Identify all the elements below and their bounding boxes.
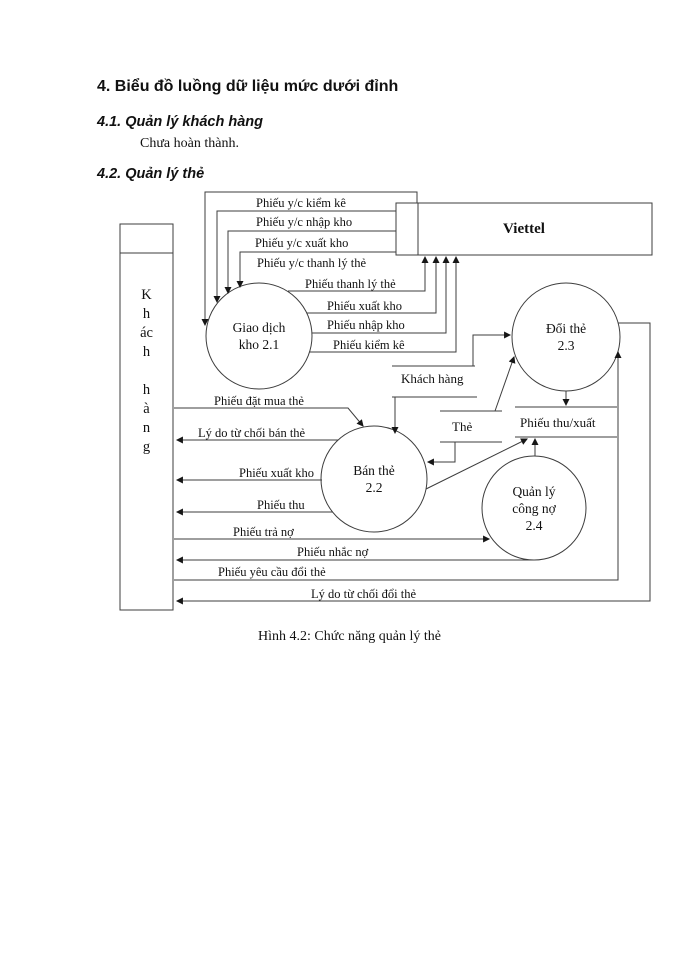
flow-label-nhac-no: Phiếu nhắc nợ (297, 545, 369, 559)
store-label-khach-hang: Khách hàng (401, 371, 464, 386)
flow-label-kiem-ke-up: Phiếu kiểm kê (333, 338, 405, 352)
flow-label-dat-mua-the: Phiếu đặt mua thẻ (214, 394, 304, 408)
flow-arrows (174, 191, 651, 605)
flow-dat-mua-the (174, 407, 364, 427)
flow-label-yc-kiem-ke: Phiếu y/c kiểm kê (256, 196, 346, 210)
flow-the-to-doi-the (494, 356, 516, 412)
flow-nhap-kho-up (312, 255, 450, 334)
flow-label-ly-do-tu-choi-ban: Lý do từ chối bán thẻ (198, 426, 306, 440)
flow-yc-nhap-kho (213, 210, 396, 304)
flow-label-yc-xuat-kho: Phiếu y/c xuất kho (255, 236, 349, 250)
flow-yc-kiem-ke (201, 191, 418, 327)
flow-label-yc-thanh-ly-the: Phiếu y/c thanh lý thẻ (257, 256, 367, 270)
process-circle-giao-dich-kho (205, 282, 313, 390)
flow-store-khach-hang-to-doi-the (472, 331, 512, 366)
flow-thanh-ly-the (288, 255, 429, 292)
flow-yc-xuat-kho (224, 230, 396, 295)
flow-label-ly-do-tu-choi-doi: Lý do từ chối đổi thẻ (311, 587, 417, 601)
section-heading-4-1: 4.1. Quản lý khách hàng (97, 114, 263, 130)
flow-yc-thanh-ly-the (236, 251, 396, 289)
store-label-the: Thẻ (452, 419, 473, 434)
flow-label-nhap-kho-up: Phiếu nhập kho (327, 318, 405, 332)
process-label-giao-dich-kho: Giao dịch kho 2.1 (232, 320, 286, 352)
flow-the-to-ban-the (426, 442, 456, 466)
entity-khach-hang-label: K h ác h h à n g (140, 287, 153, 455)
store-label-phieu-thu-xuat: Phiếu thu/xuất (520, 415, 596, 430)
process-label-ban-the: Bán thẻ 2.2 (353, 463, 395, 495)
flow-xuat-kho-up (307, 255, 440, 314)
section-heading-4-2: 4.2. Quản lý thẻ (97, 166, 205, 182)
paragraph-4-1: Chưa hoàn thành. (140, 136, 239, 151)
flow-label-yc-nhap-kho: Phiếu y/c nhập kho (256, 215, 353, 229)
entity-viettel-label: Viettel (503, 220, 545, 237)
flow-ly-do-tu-choi-doi (175, 322, 651, 605)
figure-caption: Hình 4.2: Chức năng quản lý thẻ (258, 629, 441, 644)
flow-yeu-cau-doi-the (174, 350, 622, 581)
flow-label-tra-no: Phiếu trả nợ (233, 525, 294, 539)
flow-label-yeu-cau-doi-the: Phiếu yêu cầu đổi thẻ (218, 565, 326, 579)
flow-label-thanh-ly-the: Phiếu thanh lý thẻ (305, 277, 396, 291)
store-the-lines (440, 410, 502, 443)
process-label-doi-the: Đổi thẻ 2.3 (545, 321, 587, 353)
store-khach-hang-lines (392, 365, 477, 398)
store-phieu-thu-xuat-lines (515, 406, 617, 438)
flow-label-xuat-kho-up: Phiếu xuất kho (327, 299, 402, 313)
entity-khach-hang-box (119, 223, 174, 611)
process-circle-ban-the (320, 425, 428, 533)
section-heading-4: 4. Biểu đồ luồng dữ liệu mức dưới đỉnh (97, 78, 399, 95)
flow-ban-the-to-store (425, 438, 528, 490)
entity-viettel-box (395, 202, 653, 256)
flow-label-phieu-thu: Phiếu thu (257, 498, 305, 512)
process-label-quan-ly-cong-no: Quản lý công nợ 2.4 (512, 484, 556, 533)
flow-kiem-ke-up (309, 255, 460, 353)
flow-label-xuat-kho-left: Phiếu xuất kho (239, 466, 314, 480)
